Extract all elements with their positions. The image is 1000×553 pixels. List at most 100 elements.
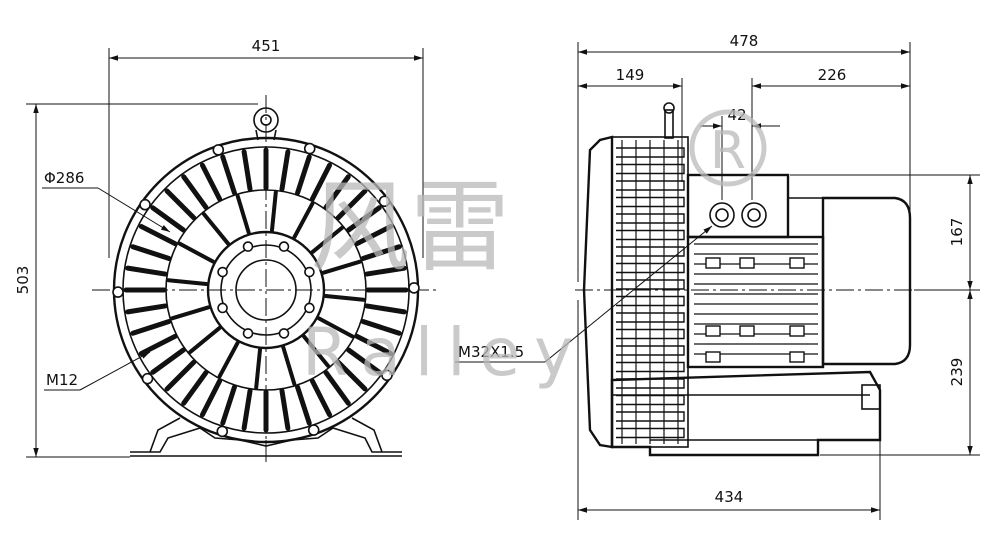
- rib: [346, 205, 382, 233]
- spoke: [235, 194, 251, 235]
- rib: [309, 162, 333, 202]
- rib: [279, 388, 291, 431]
- rib: [241, 388, 253, 431]
- diameter-label: Φ286: [44, 169, 84, 187]
- outer-bolt: [307, 424, 320, 436]
- outer-bolt: [408, 282, 420, 294]
- outer-bolt: [303, 142, 316, 155]
- rib: [323, 174, 351, 210]
- dim-upper-height: 167: [948, 218, 966, 247]
- spoke: [310, 225, 344, 255]
- bolt-hole: [304, 266, 315, 278]
- rib: [130, 244, 172, 261]
- spoke: [321, 259, 362, 275]
- bolt-hole: [278, 328, 290, 339]
- rib: [323, 370, 351, 406]
- motor-boss: [705, 257, 721, 269]
- bolt-label: M12: [46, 371, 78, 389]
- impeller-housing: [582, 135, 689, 449]
- outer-bolt: [141, 372, 154, 385]
- rib: [199, 162, 223, 202]
- bolt-hole: [242, 241, 254, 252]
- fan-cover: [788, 196, 912, 366]
- spoke: [292, 201, 315, 240]
- dim-overall-length: 478: [730, 32, 759, 50]
- outer-bolt: [378, 195, 391, 208]
- cooling-ribs: [123, 147, 409, 433]
- dim-base-length: 434: [715, 488, 744, 506]
- spoke: [177, 241, 216, 264]
- rib: [164, 188, 197, 221]
- side-dimensions: 478 149 226 42 167 239 434 M32X1.5: [455, 32, 980, 520]
- spoke: [254, 347, 263, 390]
- brand-watermark: 风雷 Ralley R: [302, 109, 767, 391]
- spoke: [269, 190, 278, 233]
- rib: [295, 154, 312, 196]
- rib: [360, 319, 402, 336]
- spoke: [201, 212, 231, 246]
- rib: [199, 378, 223, 418]
- rib: [125, 303, 168, 315]
- rib: [309, 378, 333, 418]
- motor-boss: [789, 325, 805, 337]
- outer-bolt: [212, 144, 225, 156]
- registered-mark-icon: [689, 109, 767, 187]
- watermark-brand-latin: Ralley: [302, 314, 587, 391]
- spoke: [188, 325, 222, 355]
- rib: [354, 333, 394, 357]
- motor-boss: [739, 325, 755, 337]
- rib: [220, 384, 237, 426]
- spoke: [301, 334, 331, 368]
- dim-motor: 226: [818, 66, 847, 84]
- bolt-hole: [217, 266, 228, 278]
- bolt-hole: [242, 328, 254, 339]
- spoke: [316, 316, 355, 339]
- rib: [364, 265, 407, 277]
- dim-inlet: 149: [616, 66, 645, 84]
- side-view-blower: [575, 102, 940, 457]
- spoke: [170, 305, 211, 321]
- spoke: [217, 340, 240, 379]
- bolt-hole: [304, 302, 315, 314]
- rib: [354, 223, 394, 247]
- front-view-blower: [92, 95, 440, 462]
- front-dimensions: 451 503 Φ286 M12: [14, 37, 424, 458]
- rib: [364, 303, 407, 315]
- rib: [220, 154, 237, 196]
- lifting-pin: [663, 102, 675, 139]
- outer-bolt: [139, 198, 151, 211]
- rib: [335, 188, 368, 221]
- dim-front-width: 451: [252, 37, 281, 55]
- rib: [346, 347, 382, 375]
- bolt-hole: [278, 241, 290, 252]
- watermark-brand-chars: 风雷: [310, 169, 510, 286]
- spoke: [281, 345, 297, 386]
- rib: [241, 149, 253, 192]
- motor-boss: [705, 351, 721, 363]
- rib: [150, 347, 186, 375]
- rib: [295, 384, 312, 426]
- bolt-holes: [112, 142, 420, 438]
- rib: [138, 333, 178, 357]
- spoke: [323, 293, 366, 302]
- outer-bolt: [112, 286, 124, 298]
- outer-bolt: [216, 425, 229, 438]
- dim-front-height: 503: [14, 266, 32, 295]
- rib: [130, 319, 172, 336]
- motor-boss: [705, 325, 721, 337]
- base-body: [610, 370, 882, 457]
- cable-gland-label: M32X1.5: [458, 343, 524, 361]
- spoke: [166, 278, 209, 287]
- rib: [125, 265, 168, 277]
- outer-bolt: [381, 369, 393, 382]
- rib: [181, 174, 209, 210]
- mounting-base: [130, 417, 402, 462]
- watermark-registered-mark: R: [710, 121, 746, 181]
- rib: [138, 223, 178, 247]
- dim-lower-height: 239: [948, 358, 966, 387]
- bolt-hole: [217, 302, 228, 314]
- rib: [279, 149, 291, 192]
- motor-boss: [789, 257, 805, 269]
- rib: [335, 359, 368, 392]
